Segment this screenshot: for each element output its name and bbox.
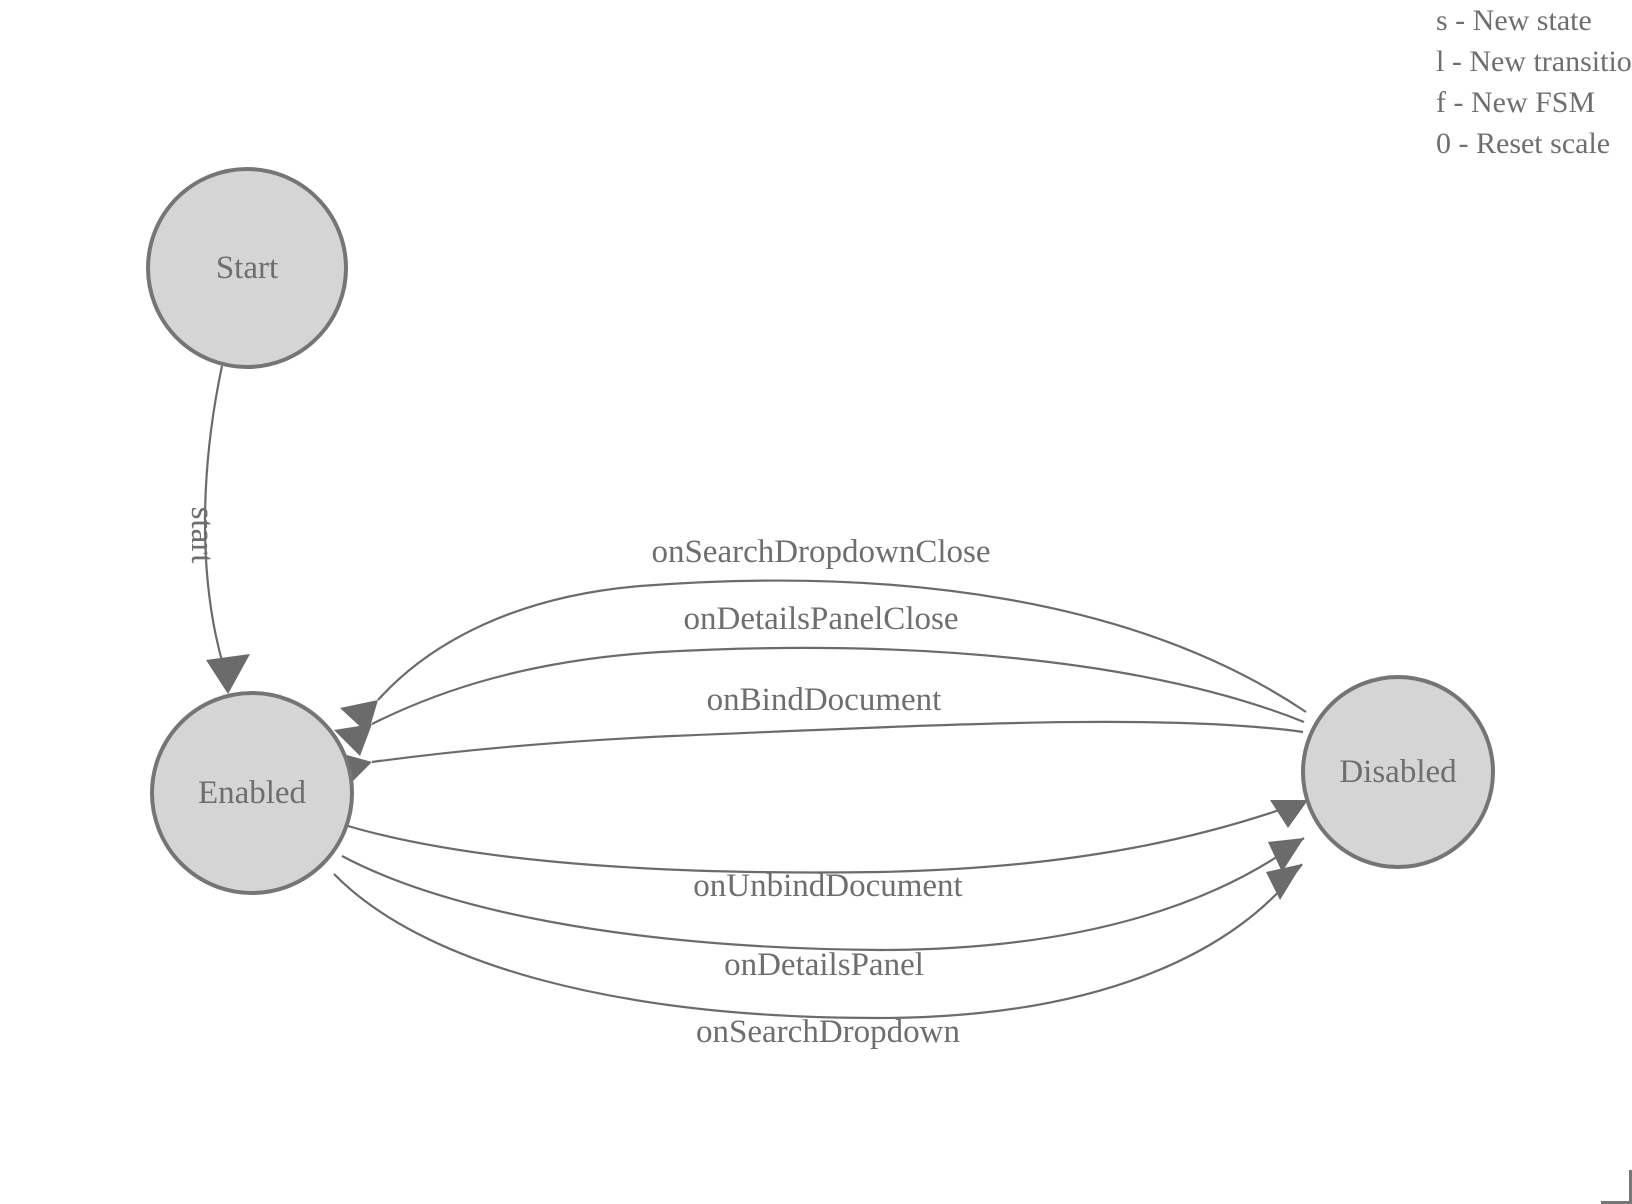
edge-path [333,863,1303,1020]
edge-path [377,579,1307,713]
state-node-start[interactable]: Start [146,167,348,369]
state-circle [146,167,348,369]
arrowhead-icon [1270,800,1308,828]
transition-label-onUnbindDocument: onUnbindDocument [693,868,962,904]
edge-path [341,837,1305,952]
edge-path [371,646,1305,725]
state-node-enabled[interactable]: Enabled [150,691,354,895]
transition-onBindDocument[interactable] [336,720,1304,784]
arrowhead-icon [1266,864,1302,900]
transition-label-onSearchDropdownClose: onSearchDropdownClose [651,534,990,570]
arrowhead-icon [206,654,250,694]
state-label: Enabled [198,775,307,811]
state-node-disabled[interactable]: Disabled [1301,675,1495,869]
transition-label-onDetailsPanel: onDetailsPanel [724,947,924,983]
transition-onSearchDropdown[interactable] [333,863,1303,1020]
arrowhead-icon [1268,838,1304,872]
transition-label-onBindDocument: onBindDocument [707,682,942,718]
state-circle [1301,675,1495,869]
state-label: Start [216,250,278,286]
edge-path [371,720,1304,764]
transition-label-onDetailsPanelClose: onDetailsPanelClose [684,601,959,637]
transition-onDetailsPanel[interactable] [341,837,1305,952]
state-label: Disabled [1339,754,1457,790]
edge-path [203,365,226,669]
transition-onDetailsPanelClose[interactable] [334,646,1305,756]
edge-path [347,798,1309,874]
arrowhead-icon [334,724,372,756]
transition-start[interactable] [203,365,250,694]
transition-onUnbindDocument[interactable] [347,798,1309,874]
transition-label-start: start [184,507,220,564]
state-circle [150,691,354,895]
transition-label-onSearchDropdown: onSearchDropdown [696,1014,960,1050]
